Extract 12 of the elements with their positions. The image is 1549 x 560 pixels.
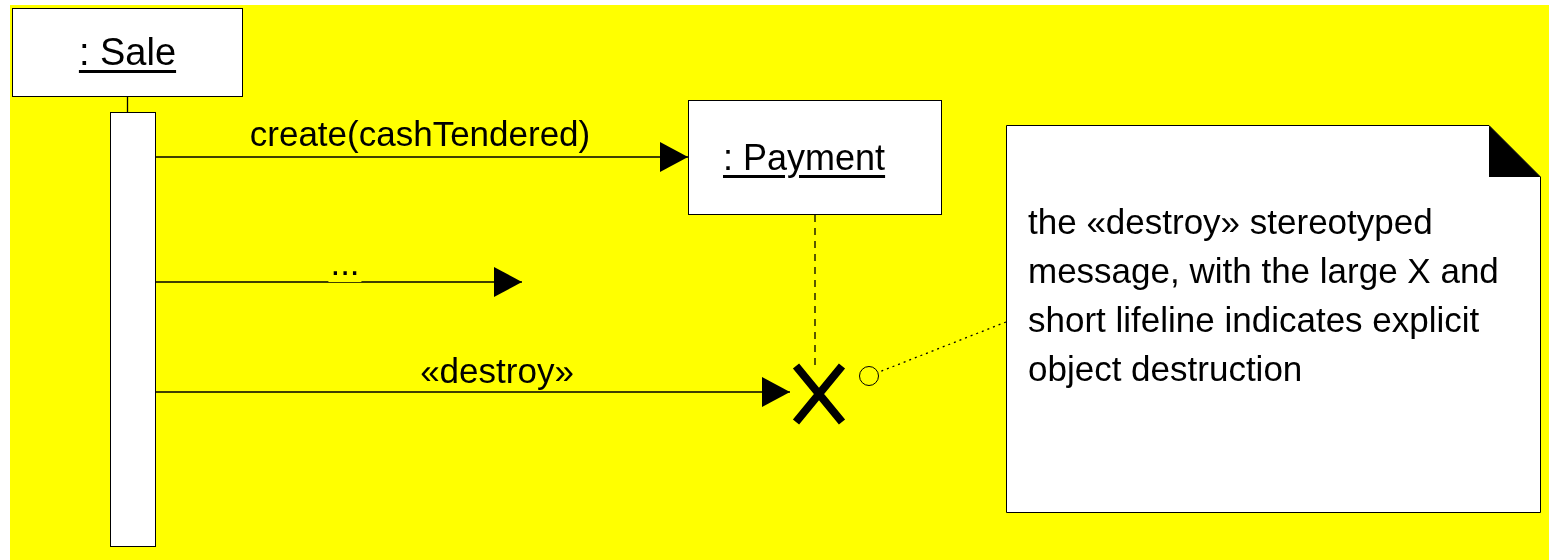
object-box	[688, 100, 942, 215]
message-arrow	[155, 142, 689, 172]
message-arrow	[155, 267, 523, 297]
object-name: : Sale	[78, 31, 177, 74]
message-arrow	[155, 377, 791, 407]
activation-bar	[110, 112, 156, 547]
note-text: the «destroy» stereotyped message, with the large X and short lifeline indicates explicit object destruction	[1028, 201, 1500, 390]
object-box	[12, 8, 243, 97]
anchor-circle	[859, 366, 879, 386]
lifeline	[814, 214, 816, 367]
destruction-x-mark	[790, 366, 848, 422]
object-name: : Payment	[723, 136, 886, 179]
